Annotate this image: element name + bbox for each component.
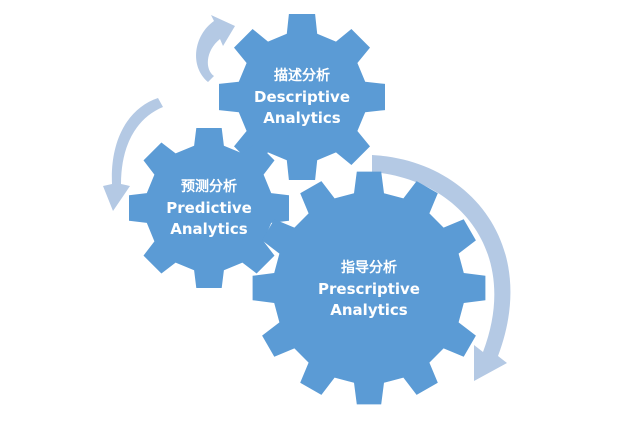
prescriptive-gear-label: 指导分析 Prescriptive Analytics xyxy=(318,257,420,321)
arrow-to-predictive xyxy=(103,98,163,211)
descriptive-label-zh: 描述分析 xyxy=(273,68,330,84)
descriptive-gear-label: 描述分析 Descriptive Analytics xyxy=(254,65,350,129)
predictive-label-en-line2: Analytics xyxy=(170,220,248,238)
predictive-gear-label: 预测分析 Predictive Analytics xyxy=(166,176,252,240)
predictive-gear xyxy=(129,128,289,288)
descriptive-label-en-line2: Analytics xyxy=(263,109,341,127)
descriptive-label-en-line1: Descriptive xyxy=(254,88,350,106)
predictive-label-en-line1: Predictive xyxy=(166,199,252,217)
prescriptive-label-en-line2: Analytics xyxy=(330,301,408,319)
prescriptive-gear xyxy=(252,171,486,405)
predictive-label-zh: 预测分析 xyxy=(180,179,237,195)
arrow-to-prescriptive xyxy=(372,155,511,381)
arrow-descriptive-loop xyxy=(196,15,235,82)
descriptive-gear xyxy=(219,14,385,180)
prescriptive-label-en-line1: Prescriptive xyxy=(318,280,420,298)
prescriptive-label-zh: 指导分析 xyxy=(341,260,397,276)
